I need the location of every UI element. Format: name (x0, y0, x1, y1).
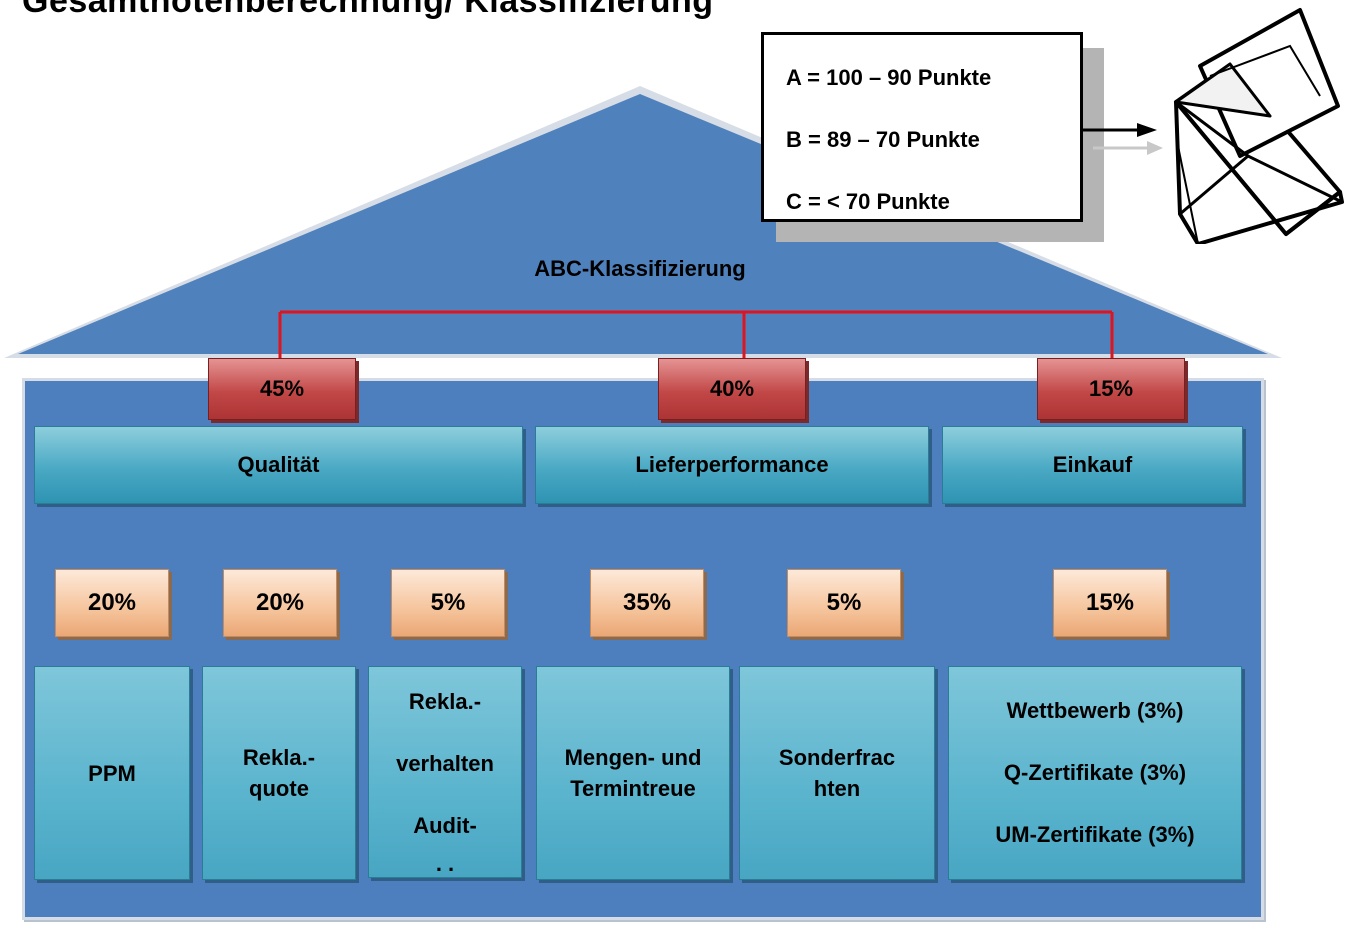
criterion-sonderfrachten: Sonderfrac hten (739, 666, 935, 880)
criterion-reklaquote: Rekla.- quote (202, 666, 356, 880)
connector-lines (278, 310, 1114, 358)
criterion-text: Sonderfrac (778, 745, 896, 770)
criterion-text: Mengen- und (564, 745, 702, 770)
criterion-einkauf: Wettbewerb (3%) Q-Zertifikate (3%) UM-Ze… (948, 666, 1242, 880)
criterion-weight-ppm: 20% (55, 569, 169, 637)
criterion-text: UM-Zertifikate (3%) (995, 822, 1195, 847)
criterion-termintreue: Mengen- und Termintreue (536, 666, 730, 880)
legend-line-a: A = 100 – 90 Punkte (786, 65, 992, 90)
criterion-text: quote (249, 776, 309, 801)
criterion-reklaverhalten: Rekla.- verhalten Audit- . . (368, 666, 522, 878)
criterion-weight-sonderfrachten: 5% (787, 569, 901, 637)
arrow-right-icon (1083, 123, 1163, 155)
open-envelope-icon (1174, 8, 1344, 244)
criterion-text: verhalten (396, 751, 494, 776)
classification-legend: A = 100 – 90 Punkte B = 89 – 70 Punkte C… (761, 32, 1083, 222)
category-weight-qualitaet: 45% (208, 358, 356, 420)
category-qualitaet: Qualität (34, 426, 523, 504)
criterion-text: Termintreue (570, 776, 696, 801)
criterion-text: . . (435, 851, 455, 876)
legend-line-c: C = < 70 Punkte (786, 189, 950, 214)
criterion-text: Audit- (413, 813, 477, 838)
criterion-text: Rekla.- (242, 745, 316, 770)
criterion-ppm: PPM (34, 666, 190, 880)
criterion-weight-reklaverhalten: 5% (391, 569, 505, 637)
roof-label: ABC-Klassifizierung (534, 256, 746, 281)
criterion-text: Rekla.- (408, 689, 482, 714)
criterion-text: PPM (88, 760, 136, 786)
category-einkauf: Einkauf (942, 426, 1243, 504)
page-title: Gesamtnotenberechnung/ Klassifizierung (22, 0, 714, 20)
legend-line-b: B = 89 – 70 Punkte (786, 127, 980, 152)
criterion-text: hten (813, 776, 861, 801)
category-lieferperformance: Lieferperformance (535, 426, 929, 504)
category-weight-lieferperformance: 40% (658, 358, 806, 420)
criterion-text: Q-Zertifikate (3%) (1003, 760, 1187, 785)
criterion-weight-reklaquote: 20% (223, 569, 337, 637)
criterion-weight-einkauf: 15% (1053, 569, 1167, 637)
criterion-weight-termintreue: 35% (590, 569, 704, 637)
criterion-text: Wettbewerb (3%) (1006, 698, 1184, 723)
category-weight-einkauf: 15% (1037, 358, 1185, 420)
